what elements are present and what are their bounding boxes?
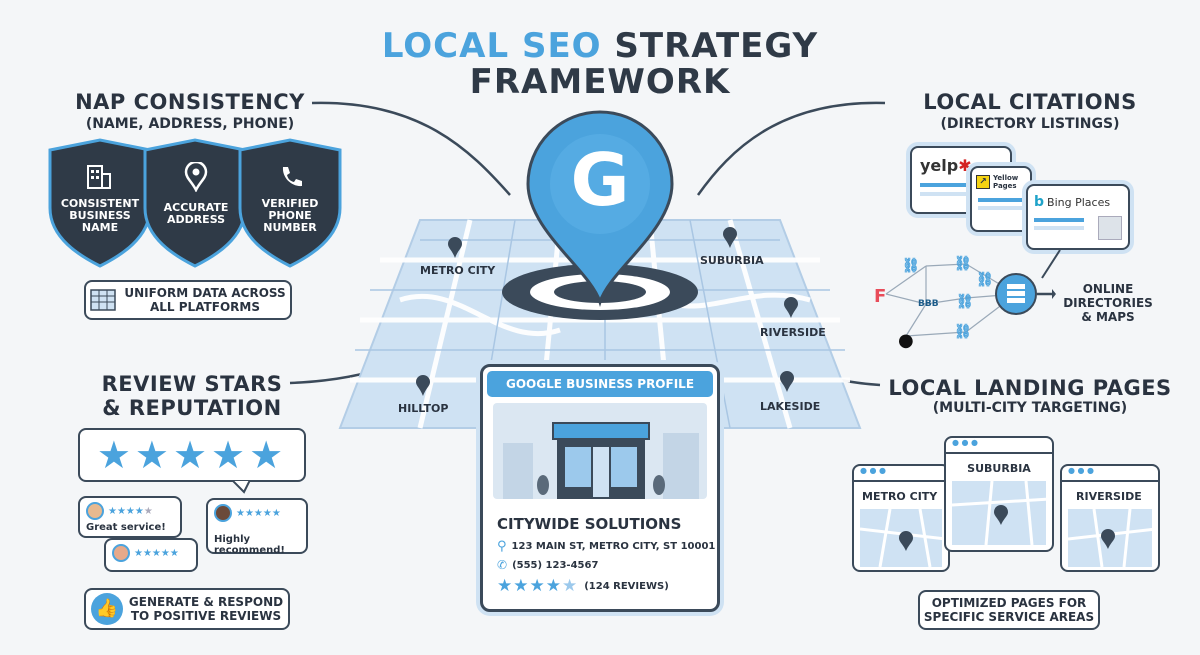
city-label-suburbia: SUBURBIA (700, 254, 764, 267)
landing-title: LOCAL LANDING PAGES (888, 376, 1172, 400)
svg-text:⛓: ⛓ (954, 323, 972, 340)
business-phone: (555) 123-4567 (512, 559, 599, 571)
avatar-icon (214, 504, 232, 522)
page-title-line1: LOCAL SEO STRATEGY (381, 26, 819, 66)
profile-header: GOOGLE BUSINESS PROFILE (487, 371, 713, 397)
rating-stars: ★★★★★ (497, 576, 579, 596)
avatar-icon (112, 544, 130, 562)
svg-text:⛓: ⛓ (902, 257, 920, 274)
page-title-line2: FRAMEWORK (469, 62, 731, 102)
review-count: (124 REVIEWS) (584, 580, 669, 592)
landing-page-riverside: ● ● ● RIVERSIDE (1060, 464, 1160, 572)
review-bubble-3: ★★★★★ (104, 538, 198, 572)
business-address: 123 MAIN ST, METRO CITY, ST 10001 (511, 541, 716, 552)
google-g-icon: G (570, 138, 630, 222)
avatar-icon (86, 502, 104, 520)
yellowpages-logo-icon: ↗ (976, 175, 990, 189)
location-pin-icon (184, 162, 208, 192)
nap-title: NAP CONSISTENCY (75, 90, 305, 114)
shield-3 (238, 138, 342, 268)
city-label-metro: METRO CITY (420, 264, 496, 277)
connector-citations (696, 101, 886, 196)
reviews-title: REVIEW STARS& REPUTATION (101, 372, 283, 420)
business-profile-card: GOOGLE BUSINESS PROFILE CITYWIDE SOLUTIO… (480, 364, 720, 612)
city-label-lakeside: LAKESIDE (760, 400, 821, 413)
storefront-image (493, 403, 707, 499)
building-icon (87, 165, 111, 189)
citations-title: LOCAL CITATIONS (923, 90, 1137, 114)
bing-logo-icon: b (1034, 194, 1045, 210)
city-label-hilltop: HILLTOP (398, 402, 449, 415)
landing-page-suburbia: ● ● ● SUBURBIA (944, 436, 1054, 552)
map-pin-icon: ⚲ (497, 539, 507, 554)
spreadsheet-icon (90, 289, 117, 311)
landing-subtitle: (MULTI-CITY TARGETING) (932, 400, 1128, 416)
city-pins (416, 227, 798, 396)
citation-card-yellowpages: ↗ Yellow Pages (970, 166, 1032, 232)
svg-text:⛓: ⛓ (954, 255, 972, 272)
storefront-icon (503, 422, 699, 499)
nap-shields (48, 138, 342, 268)
nap-subtitle: (NAME, ADDRESS, PHONE) (85, 116, 295, 132)
connector-nap (311, 101, 511, 196)
citations-subtitle: (DIRECTORY LISTINGS) (940, 116, 1120, 132)
svg-text:⛓: ⛓ (976, 271, 994, 288)
apple-icon: ● (898, 330, 914, 351)
business-name: CITYWIDE SOLUTIONS (497, 515, 682, 533)
review-bubble-1: ★★★★★ Great service! (78, 496, 182, 538)
phone-icon (282, 167, 302, 187)
five-star-rating: ★★★★★ (78, 428, 306, 482)
city-label-riverside: RIVERSIDE (760, 326, 826, 339)
landing-page-metro: ● ● ● METRO CITY (852, 464, 950, 572)
svg-text:⛓: ⛓ (956, 293, 974, 310)
bbb-icon: BBB (918, 299, 939, 309)
thumbs-up-icon: 👍 (90, 593, 123, 625)
phone-icon: ✆ (497, 558, 508, 572)
foursquare-icon: F (874, 286, 886, 307)
citation-network: ⛓⛓⛓ ⛓⛓ F BBB ● (874, 255, 1056, 351)
star-icons: ★★★★★ (96, 433, 288, 477)
review-bubble-2: ★★★★★ Highly recommend! (206, 498, 308, 556)
citation-card-bing: b Bing Places (1026, 184, 1130, 250)
